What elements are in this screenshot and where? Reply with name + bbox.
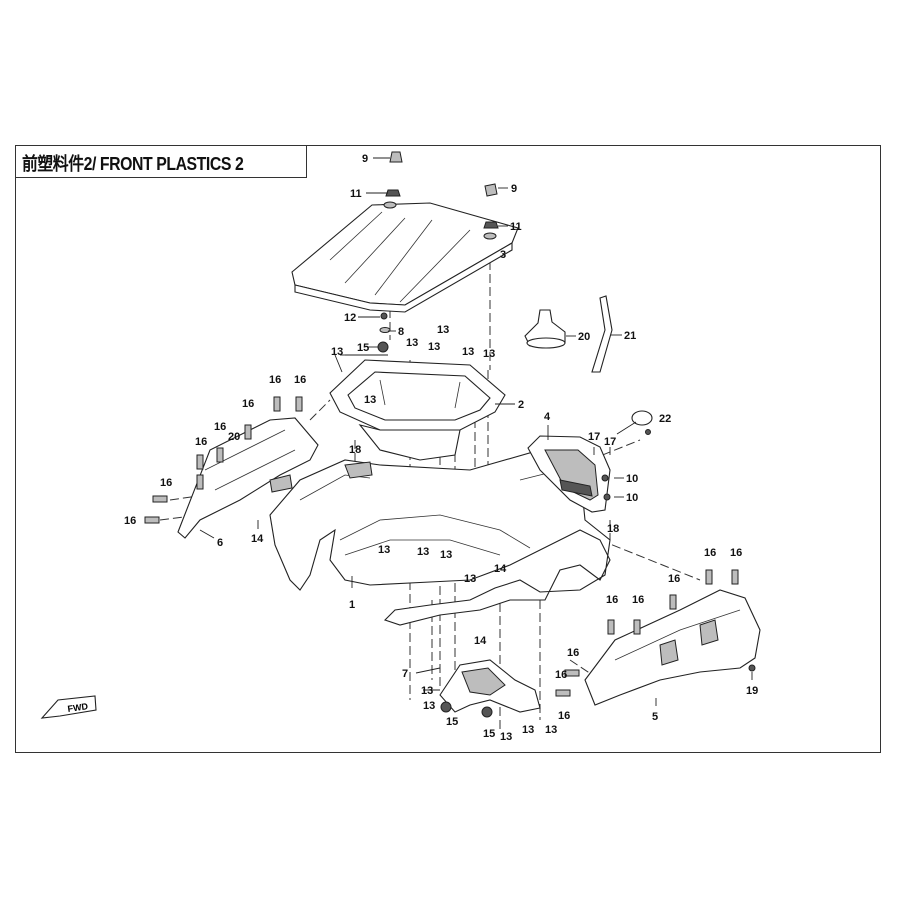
callout-13: 13 bbox=[331, 346, 343, 358]
clips-16 bbox=[144, 396, 739, 697]
callout-16: 16 bbox=[555, 669, 567, 681]
callout-13: 13 bbox=[500, 731, 512, 743]
callout-16: 16 bbox=[730, 547, 742, 559]
callout-21: 21 bbox=[624, 330, 636, 342]
callout-13: 13 bbox=[522, 724, 534, 736]
callout-9: 9 bbox=[511, 183, 517, 195]
callout-13: 13 bbox=[545, 724, 557, 736]
callout-3: 3 bbox=[500, 249, 506, 261]
callout-15: 15 bbox=[357, 342, 369, 354]
callout-13: 13 bbox=[462, 346, 474, 358]
callout-16: 16 bbox=[606, 594, 618, 606]
callout-16: 16 bbox=[214, 421, 226, 433]
leader-lines bbox=[199, 157, 753, 706]
callout-13: 13 bbox=[483, 348, 495, 360]
callout-18: 18 bbox=[607, 523, 619, 535]
part-22-cap bbox=[631, 410, 653, 435]
callout-4: 4 bbox=[544, 411, 551, 423]
callout-20: 20 bbox=[228, 431, 240, 443]
part-7-lower-panel bbox=[439, 659, 541, 718]
callout-16: 16 bbox=[632, 594, 644, 606]
callout-16: 16 bbox=[668, 573, 680, 585]
callout-12: 12 bbox=[344, 312, 356, 324]
callout-16: 16 bbox=[242, 398, 254, 410]
callout-13: 13 bbox=[421, 685, 433, 697]
part-21-tube bbox=[591, 295, 613, 373]
callout-15: 15 bbox=[446, 716, 458, 728]
callout-13: 13 bbox=[378, 544, 390, 556]
callout-16: 16 bbox=[294, 374, 306, 386]
callout-6: 6 bbox=[217, 537, 223, 549]
callout-14: 14 bbox=[474, 635, 487, 647]
part-3-hood-cover bbox=[291, 201, 519, 313]
callout-11: 11 bbox=[350, 188, 362, 200]
callout-19: 19 bbox=[746, 685, 758, 697]
part-2-storage-bin bbox=[329, 359, 506, 461]
callout-7: 7 bbox=[402, 668, 408, 680]
callout-labels: 9 11 9 11 3 12 8 13 20 21 15 13 13 13 13… bbox=[124, 153, 758, 743]
callout-17: 17 bbox=[588, 431, 600, 443]
callout-13: 13 bbox=[428, 341, 440, 353]
callout-11: 11 bbox=[510, 221, 522, 233]
callout-16: 16 bbox=[567, 647, 579, 659]
callout-22: 22 bbox=[659, 413, 671, 425]
callout-14: 14 bbox=[251, 533, 264, 545]
callout-16: 16 bbox=[558, 710, 570, 722]
diagram-frame bbox=[15, 145, 881, 753]
callout-1: 1 bbox=[349, 599, 355, 611]
callout-13: 13 bbox=[440, 549, 452, 561]
callout-10: 10 bbox=[626, 473, 638, 485]
callout-2: 2 bbox=[518, 399, 524, 411]
callout-16: 16 bbox=[269, 374, 281, 386]
part-4-bracket-panel bbox=[527, 435, 611, 513]
title-box bbox=[15, 145, 307, 178]
callout-13: 13 bbox=[464, 573, 476, 585]
part-20-funnel bbox=[524, 309, 566, 349]
callout-8: 8 bbox=[398, 326, 404, 338]
callout-13: 13 bbox=[417, 546, 429, 558]
fwd-label: FWD bbox=[67, 701, 89, 714]
callout-14: 14 bbox=[494, 563, 507, 575]
callout-17: 17 bbox=[604, 436, 616, 448]
callout-13: 13 bbox=[423, 700, 435, 712]
callout-15: 15 bbox=[483, 728, 495, 740]
part-1-front-body bbox=[269, 449, 611, 626]
callout-16: 16 bbox=[195, 436, 207, 448]
diagram-title: 前塑料件2/ FRONT PLASTICS 2 bbox=[22, 154, 244, 174]
fasteners-9-11 bbox=[377, 151, 499, 353]
callout-16: 16 bbox=[124, 515, 136, 527]
callout-9: 9 bbox=[362, 153, 368, 165]
callout-16: 16 bbox=[160, 477, 172, 489]
callout-16: 16 bbox=[704, 547, 716, 559]
fwd-arrow-icon: FWD bbox=[40, 695, 97, 719]
callout-18: 18 bbox=[349, 444, 361, 456]
callout-10: 10 bbox=[626, 492, 638, 504]
part-5-right-fender bbox=[584, 589, 761, 706]
callout-20: 20 bbox=[578, 331, 590, 343]
callout-13: 13 bbox=[364, 394, 376, 406]
callout-5: 5 bbox=[652, 711, 658, 723]
callout-13: 13 bbox=[437, 324, 449, 336]
callout-13: 13 bbox=[406, 337, 418, 349]
